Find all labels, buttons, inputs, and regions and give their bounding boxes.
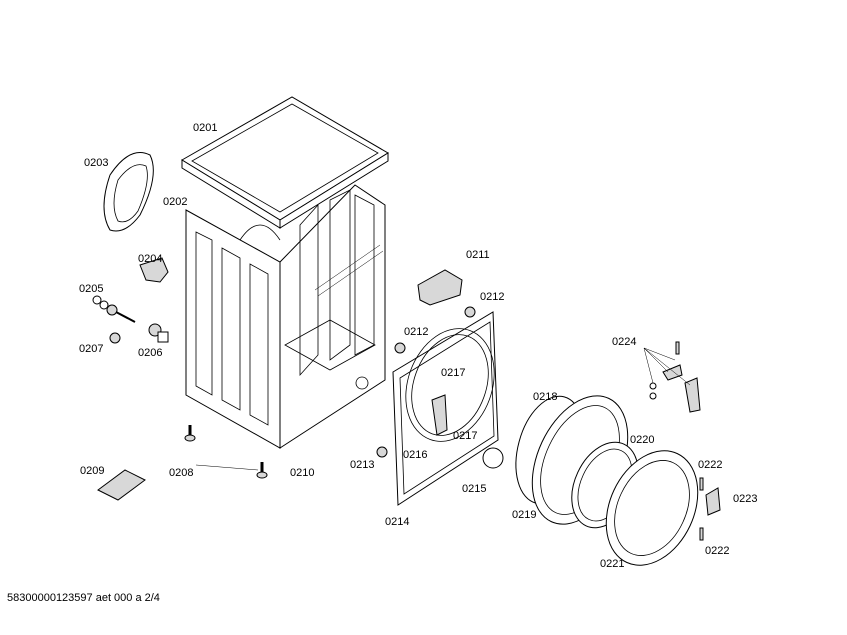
label-0216: 0216 (403, 449, 427, 461)
label-0204: 0204 (138, 253, 162, 265)
label-0203: 0203 (84, 157, 108, 169)
label-0215: 0215 (462, 483, 486, 495)
part-0207[interactable] (109, 332, 121, 344)
part-0222-0223[interactable] (699, 477, 721, 541)
label-0214: 0214 (385, 516, 409, 528)
part-0221[interactable] (589, 436, 716, 580)
label-0223: 0223 (733, 493, 757, 505)
label-0205: 0205 (79, 283, 103, 295)
label-0213: 0213 (350, 459, 374, 471)
label-0222-top: 0222 (698, 459, 722, 471)
label-0221: 0221 (600, 558, 624, 570)
part-0209[interactable] (97, 469, 146, 501)
part-0213[interactable] (376, 446, 388, 458)
part-0212b[interactable] (394, 342, 406, 354)
part-front-panel[interactable] (391, 311, 510, 506)
label-0202: 0202 (163, 196, 187, 208)
label-0222-bottom: 0222 (705, 545, 729, 557)
part-top-cover[interactable] (181, 96, 389, 229)
label-0217-top: 0217 (441, 367, 465, 379)
part-0205[interactable] (92, 295, 136, 323)
part-0212a[interactable] (464, 306, 476, 318)
label-0220: 0220 (630, 434, 654, 446)
label-0201: 0201 (193, 122, 217, 134)
label-0212-left: 0212 (404, 326, 428, 338)
part-0211[interactable] (417, 269, 463, 306)
part-0224[interactable] (643, 341, 701, 413)
label-0212-right: 0212 (480, 291, 504, 303)
part-0206[interactable] (148, 323, 169, 343)
label-0211: 0211 (466, 249, 490, 261)
label-0210: 0210 (290, 467, 314, 479)
part-0204[interactable] (139, 257, 169, 283)
part-0215[interactable] (482, 447, 504, 469)
label-0209: 0209 (80, 465, 104, 477)
label-0206: 0206 (138, 347, 162, 359)
label-0207: 0207 (79, 343, 103, 355)
label-0219: 0219 (512, 509, 536, 521)
part-cabinet[interactable] (185, 184, 386, 449)
part-0208[interactable] (184, 425, 268, 479)
label-0208: 0208 (169, 467, 193, 479)
label-0217-bottom: 0217 (453, 430, 477, 442)
part-0203[interactable] (103, 152, 154, 232)
label-0218: 0218 (533, 391, 557, 403)
label-0224: 0224 (612, 336, 636, 348)
document-id: 58300000123597 aet 000 a 2/4 (7, 592, 160, 604)
